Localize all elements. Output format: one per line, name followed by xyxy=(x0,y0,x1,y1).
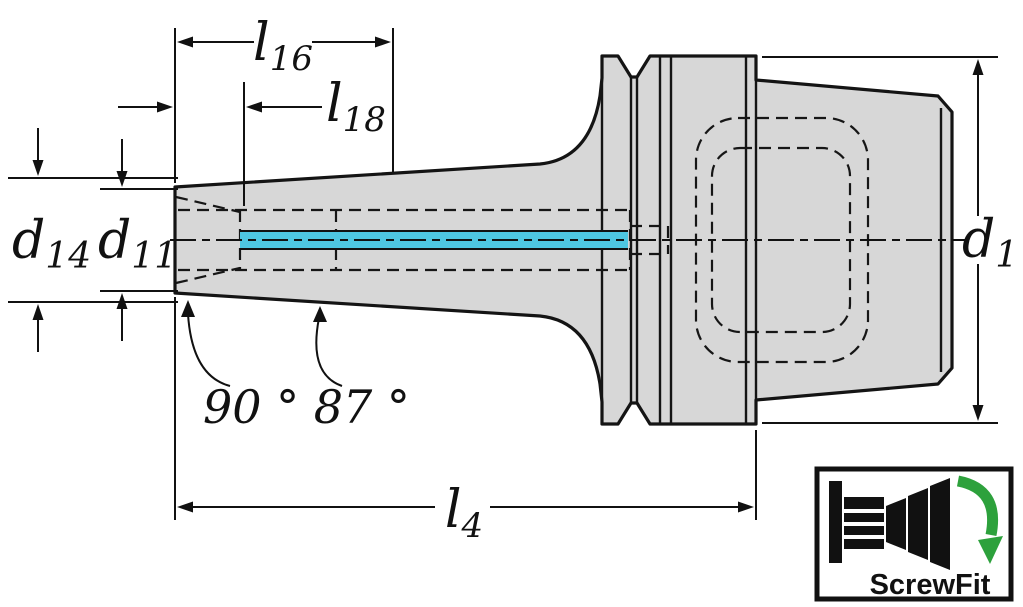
bore-taper-hidden-line xyxy=(175,195,241,214)
screwfit-icon xyxy=(829,478,950,570)
arrowhead xyxy=(972,405,984,421)
dimension-d14: d14 xyxy=(8,128,178,352)
arrowhead xyxy=(116,171,128,187)
label-l16: l16 xyxy=(253,13,313,79)
arrowhead xyxy=(177,36,193,48)
arrowhead xyxy=(116,293,128,309)
arrowhead xyxy=(157,101,173,113)
angle-leader-line xyxy=(315,317,343,387)
arrowhead xyxy=(32,304,44,320)
dimension-l16: l16 xyxy=(174,13,394,183)
dimension-d11: d11 xyxy=(98,139,178,341)
angle-callouts: 90 ° 87 ° xyxy=(181,300,410,434)
screwfit-logo: ScrewFit xyxy=(814,466,1014,602)
label-d1: d1 xyxy=(962,210,1018,276)
label-d14: d14 xyxy=(12,211,91,277)
dimension-d1: d1 xyxy=(762,56,1018,424)
arrowhead xyxy=(177,501,193,513)
arrowhead xyxy=(313,306,327,322)
arrowhead xyxy=(32,160,44,176)
dimension-l18: l18 xyxy=(118,74,386,206)
arrowhead xyxy=(181,300,195,317)
label-l18: l18 xyxy=(326,74,386,140)
label-l4: l4 xyxy=(445,480,483,546)
arrowhead xyxy=(246,101,262,113)
arrowhead xyxy=(375,36,391,48)
label-d11: d11 xyxy=(98,211,177,277)
screwfit-label: ScrewFit xyxy=(870,569,991,601)
label-angles: 90 ° 87 ° xyxy=(203,380,410,434)
arrowhead xyxy=(738,501,754,513)
arrowhead xyxy=(972,59,984,75)
bore-taper-hidden-line xyxy=(175,266,241,285)
cavity-hidden-outline-inner xyxy=(710,146,852,334)
rotation-arrow-icon xyxy=(956,475,1003,564)
angle-leader-line xyxy=(187,313,231,387)
dimension-l4: l4 xyxy=(174,297,757,546)
